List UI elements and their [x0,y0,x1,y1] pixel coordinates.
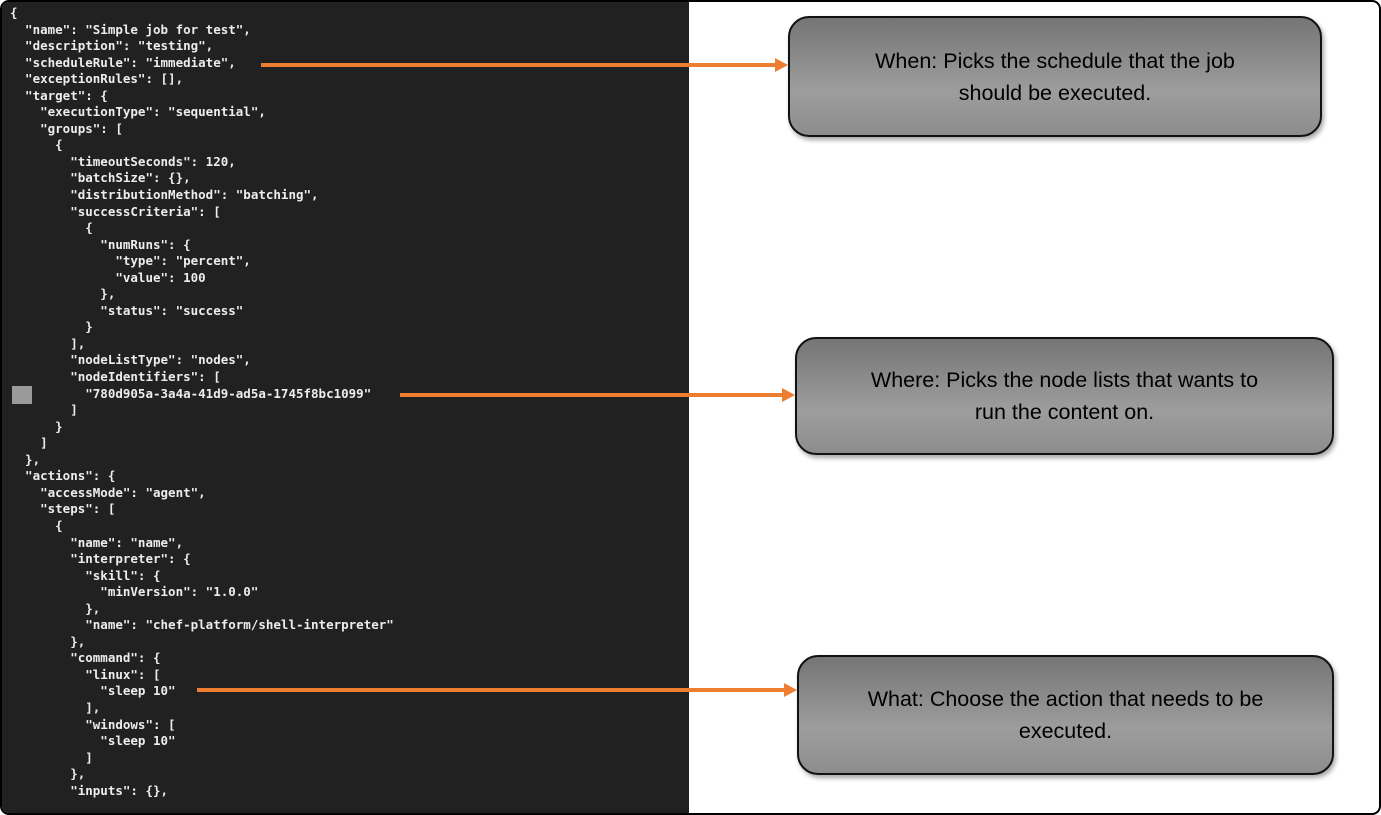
connector-arrow-where [400,387,795,402]
terminal-cursor-block [12,386,32,404]
callout-when-text: When: Picks the schedule that the job sh… [875,48,1235,105]
terminal-panel[interactable]: { "name": "Simple job for test", "descri… [2,2,689,813]
json-code: { "name": "Simple job for test", "descri… [10,5,394,798]
callout-what: What: Choose the action that needs to be… [797,655,1334,775]
callout-where-text: Where: Picks the node lists that wants t… [870,368,1259,424]
callout-what-text: What: Choose the action that needs to be… [867,687,1264,743]
callout-when: When: Picks the schedule that the job sh… [788,16,1322,137]
connector-arrow-what [197,682,797,697]
connector-arrow-when [261,57,788,72]
callout-where: Where: Picks the node lists that wants t… [795,337,1334,455]
